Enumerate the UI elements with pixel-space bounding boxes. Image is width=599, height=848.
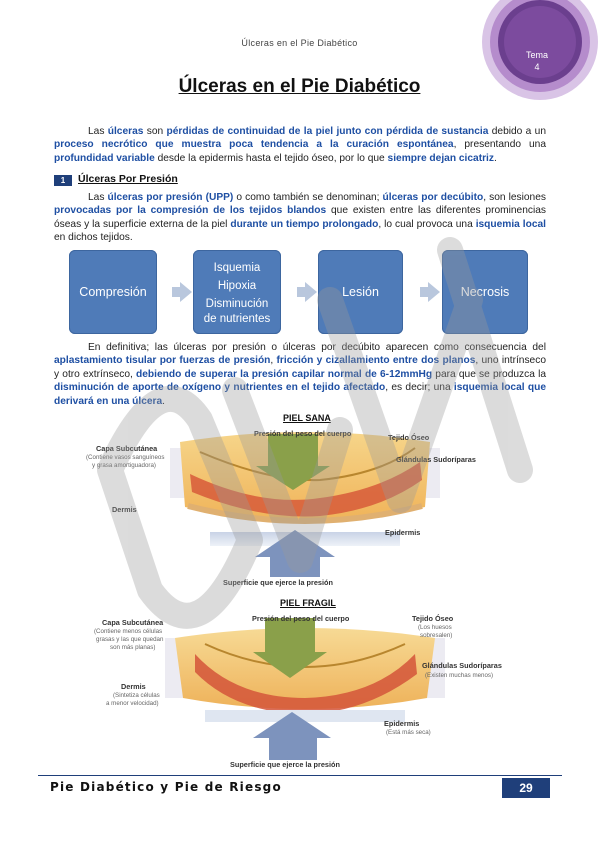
definition-paragraph: En definitiva; las úlceras por presión o… <box>54 342 547 407</box>
figure2-tejido-sub2: sobresalen) <box>420 632 453 639</box>
flow-box-lesion: Lesión <box>318 250 403 334</box>
figure2-dermis-sub2: a menor velocidad) <box>106 700 159 707</box>
tema-label: Tema 4 <box>525 50 548 72</box>
figure2-epidermis-label: Epidermis <box>384 719 420 728</box>
tema-badge <box>482 0 598 100</box>
footer-title: Pie Diabético y Pie de Riesgo <box>50 780 282 794</box>
process-flow-diagram: Compresión Isquemia Hipoxia Disminución … <box>0 250 599 336</box>
flow-arrow-icon <box>420 282 440 302</box>
figure2-epidermis-sub: (Está más seca) <box>386 729 431 736</box>
section-title: Úlceras Por Presión <box>78 173 178 185</box>
figure2-capa-sub3: son más planas) <box>110 644 156 651</box>
figure2-bottom-label: Superficie que ejerce la presión <box>230 760 340 769</box>
figure1-top-label: Presión del peso del cuerpo <box>254 429 352 438</box>
figure1-epidermis-label: Epidermis <box>385 528 421 537</box>
figure2-capa-sub1: (Contiene menos células <box>94 628 163 635</box>
figure1-dermis-label: Dermis <box>112 505 137 514</box>
fragile-skin-illustration <box>165 618 445 760</box>
figure2-dermis-label: Dermis <box>121 682 146 691</box>
figure2-glandulas-label: Glándulas Sudoríparas <box>422 661 502 670</box>
flow-box-necrosis: Necrosis <box>442 250 528 334</box>
section-number: 1 <box>54 175 72 186</box>
figure2-caption: PIEL FRAGIL <box>280 598 336 608</box>
figure2-capa-sub2: grasas y las que quedan <box>96 636 164 643</box>
page-number: 29 <box>502 778 550 798</box>
flow-box-isquemia: Isquemia Hipoxia Disminución de nutrient… <box>193 250 281 334</box>
upp-paragraph: Las úlceras por presión (UPP) o como tam… <box>54 192 546 244</box>
flow-arrow-icon <box>172 282 192 302</box>
footer-divider <box>38 775 562 776</box>
figure1-tejido-label: Tejido Óseo <box>388 433 430 442</box>
flow-arrow-icon <box>297 282 317 302</box>
figure1-caption: PIEL SANA <box>283 413 331 423</box>
figure2-tejido-sub1: (Los huesos <box>418 624 452 631</box>
healthy-skin-illustration <box>170 432 440 577</box>
flow-box-compresion: Compresión <box>69 250 157 334</box>
figure2-dermis-sub1: (Sintetiza células <box>113 692 160 699</box>
running-header: Úlceras en el Pie Diabético <box>241 38 358 48</box>
figure2-top-label: Presión del peso del cuerpo <box>252 614 350 623</box>
figure2-capa-label: Capa Subcutánea <box>102 618 164 627</box>
figure1-capa-label: Capa Subcutánea <box>96 444 158 453</box>
page-title: Úlceras en el Pie Diabético <box>178 76 421 97</box>
figure1-glandulas-label: Glándulas Sudoríparas <box>396 455 476 464</box>
figure2-tejido-label: Tejido Óseo <box>412 614 454 623</box>
figure1-capa-sub2: y grasa amortiguadora) <box>92 462 156 469</box>
intro-paragraph: Las úlceras son pérdidas de continuidad … <box>54 126 546 164</box>
figure2-glandulas-sub: (Existen muchas menos) <box>425 672 494 679</box>
figure1-capa-sub1: (Contiene vasos sanguíneos <box>86 454 165 461</box>
figure1-bottom-label: Superficie que ejerce la presión <box>223 578 333 587</box>
